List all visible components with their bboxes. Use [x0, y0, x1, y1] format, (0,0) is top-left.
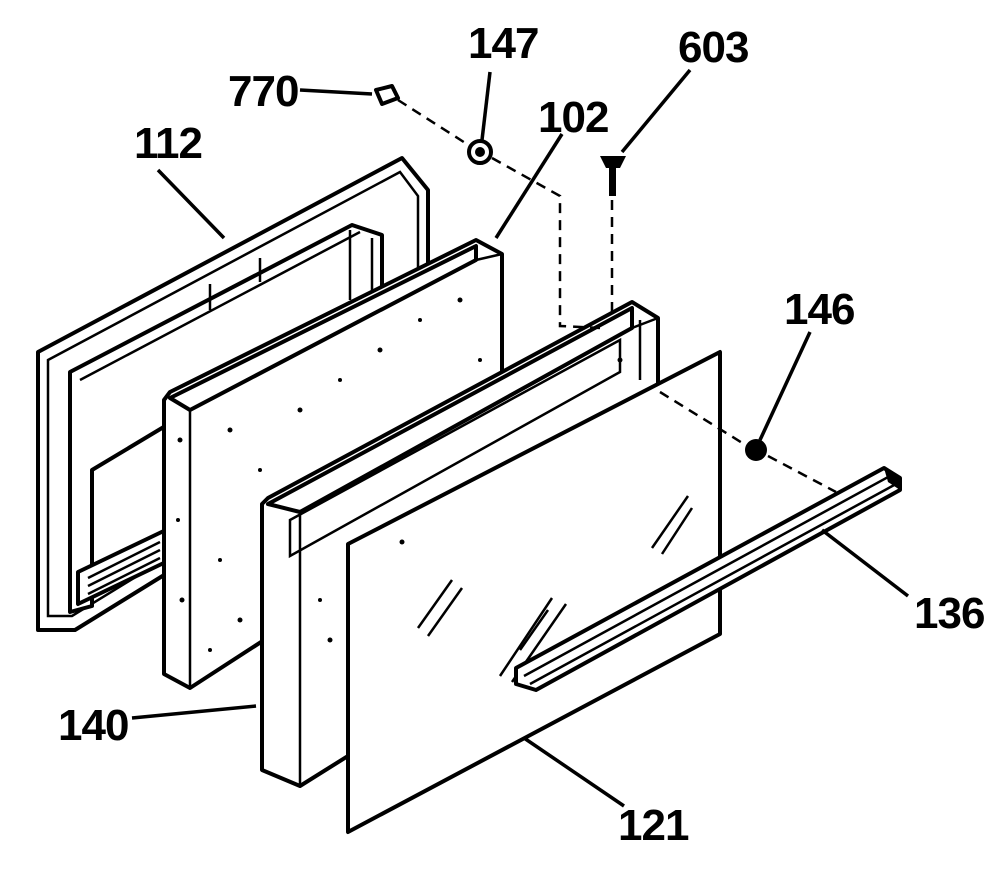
callout-102: 102: [538, 93, 608, 142]
callout-136: 136: [914, 589, 984, 638]
callout-146: 146: [784, 285, 854, 334]
part-770-screw: [374, 84, 400, 106]
callout-770: 770: [228, 67, 298, 116]
callout-121: 121: [618, 801, 689, 850]
callout-147: 147: [468, 19, 538, 68]
part-147-bushing: [467, 139, 493, 165]
callout-112: 112: [134, 119, 202, 168]
part-136-trim-strip: [514, 466, 902, 692]
leader-lines: [131, 68, 910, 808]
assembly-guide-lines: [397, 98, 837, 494]
callout-603: 603: [678, 23, 748, 72]
part-603-screw: [600, 156, 626, 196]
part-146-bushing: [745, 439, 767, 461]
callout-140: 140: [58, 701, 128, 750]
part-112-vent-slots: [87, 540, 161, 596]
